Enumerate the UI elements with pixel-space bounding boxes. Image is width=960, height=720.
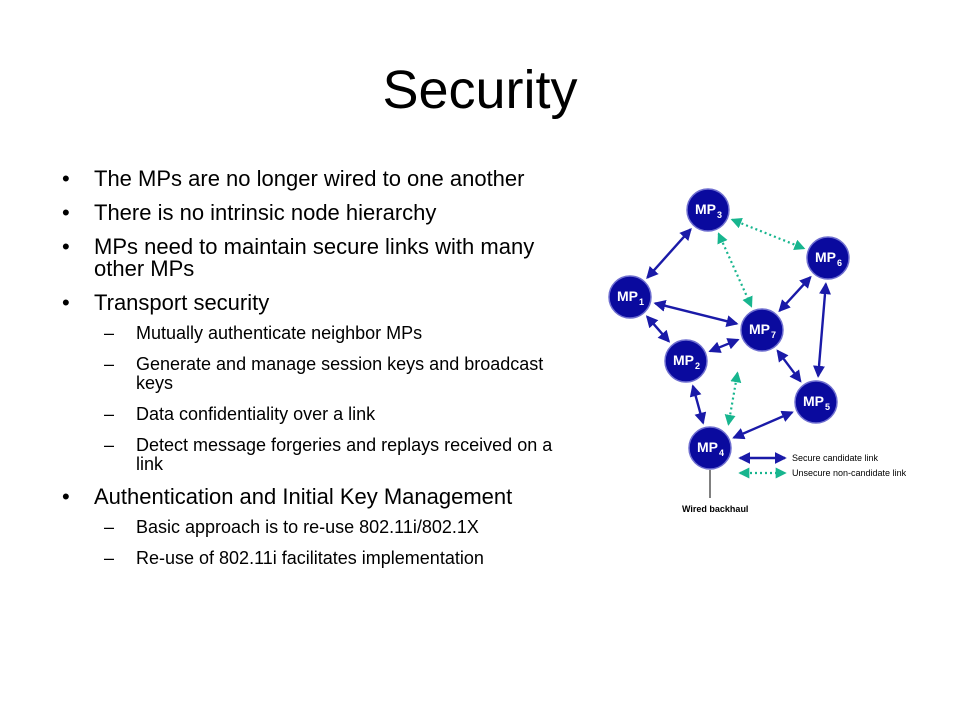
bullet-text: There is no intrinsic node hierarchy [94, 200, 437, 225]
sub-bullet-text: Mutually authenticate neighbor MPs [136, 323, 423, 343]
node-subscript-mp5: 5 [825, 402, 830, 412]
sub-bullet-mark: – [104, 323, 115, 343]
bullet-text: Transport security [94, 290, 270, 315]
node-circle-mp3 [686, 188, 730, 232]
bullet-mark: • [62, 200, 70, 225]
node-subscript-mp4: 4 [719, 448, 724, 458]
node-circle-mp2 [664, 339, 708, 383]
sub-bullet-text: Re-use of 802.11i facilitates implementa… [136, 548, 484, 568]
bullet-item: • The MPs are no longer wired to one anot… [62, 168, 572, 190]
bullet-text: Authentication and Initial Key Managemen… [94, 484, 513, 509]
sub-bullet-text: Detect message forgeries and replays rec… [136, 435, 553, 474]
bullet-text: MPs need to maintain secure links with m… [94, 234, 535, 281]
sub-bullet-item: – Mutually authenticate neighbor MPs [62, 324, 572, 343]
bullet-text: The MPs are no longer wired to one anoth… [94, 166, 525, 191]
wired-backhaul-label: Wired backhaul [682, 504, 748, 514]
bullet-item: • Transport security [62, 292, 572, 314]
unsecure-link-mp3-mp6 [730, 218, 806, 250]
legend-unsecure-label: Unsecure non-candidate link [792, 468, 907, 478]
sub-bullet-mark: – [104, 517, 115, 537]
sub-bullet-text: Basic approach is to re-use 802.11i/802.… [136, 517, 479, 537]
node-label-mp1: MP [617, 288, 638, 304]
node-label-mp2: MP [673, 352, 694, 368]
bullet-item: • MPs need to maintain secure links with … [62, 236, 572, 280]
node-subscript-mp3: 3 [717, 210, 722, 220]
node-circle-mp6 [806, 236, 850, 280]
secure-link-mp1-mp2 [645, 315, 671, 343]
bullet-mark: • [62, 166, 70, 191]
bullet-mark: • [62, 234, 70, 259]
node-label-mp3: MP [695, 201, 716, 217]
bullet-item: • There is no intrinsic node hierarchy [62, 202, 572, 224]
sub-bullet-text: Generate and manage session keys and bro… [136, 354, 544, 393]
bullet-list: • The MPs are no longer wired to one anot… [62, 168, 572, 580]
bullet-mark: • [62, 484, 70, 509]
unsecure-link-mp2-mp4 [724, 371, 742, 426]
node-circle-mp4 [688, 426, 732, 470]
secure-link-mp7-mp5 [776, 349, 802, 383]
slide-title: Security [382, 60, 578, 120]
secure-link-mp1-mp7 [653, 299, 739, 328]
links-layer [645, 218, 831, 440]
node-label-mp6: MP [815, 249, 836, 265]
secure-link-mp4-mp5 [732, 410, 794, 440]
secure-link-mp3-mp1 [646, 228, 692, 279]
sub-bullet-item: – Re-use of 802.11i facilitates implement… [62, 549, 572, 568]
node-label-mp5: MP [803, 393, 824, 409]
sub-bullet-item: – Detect message forgeries and replays re… [62, 436, 572, 474]
secure-link-mp6-mp7 [778, 275, 812, 313]
bullet-mark: • [62, 290, 70, 315]
node-circle-mp5 [794, 380, 838, 424]
sub-bullet-mark: – [104, 404, 115, 424]
node-subscript-mp7: 7 [771, 330, 776, 340]
node-label-mp7: MP [749, 321, 770, 337]
node-subscript-mp2: 2 [695, 361, 700, 371]
unsecure-link-mp3-mp7 [717, 232, 753, 308]
node-label-mp4: MP [697, 439, 718, 455]
sub-bullet-mark: – [104, 435, 115, 455]
legend-secure-label: Secure candidate link [792, 453, 879, 463]
node-subscript-mp6: 6 [837, 258, 842, 268]
sub-bullet-item: – Basic approach is to re-use 802.11i/802… [62, 518, 572, 537]
sub-bullet-mark: – [104, 354, 115, 374]
secure-link-mp6-mp5 [813, 282, 831, 378]
sub-bullet-item: – Data confidentiality over a link [62, 405, 572, 424]
secure-link-mp2-mp7 [708, 338, 740, 353]
bullet-item: • Authentication and Initial Key Manageme… [62, 486, 572, 508]
node-circle-mp7 [740, 308, 784, 352]
node-circle-mp1 [608, 275, 652, 319]
sub-bullet-mark: – [104, 548, 115, 568]
node-subscript-mp1: 1 [639, 297, 644, 307]
sub-bullet-item: – Generate and manage session keys and br… [62, 355, 572, 393]
sub-bullet-text: Data confidentiality over a link [136, 404, 376, 424]
secure-link-mp2-mp4 [689, 384, 707, 425]
